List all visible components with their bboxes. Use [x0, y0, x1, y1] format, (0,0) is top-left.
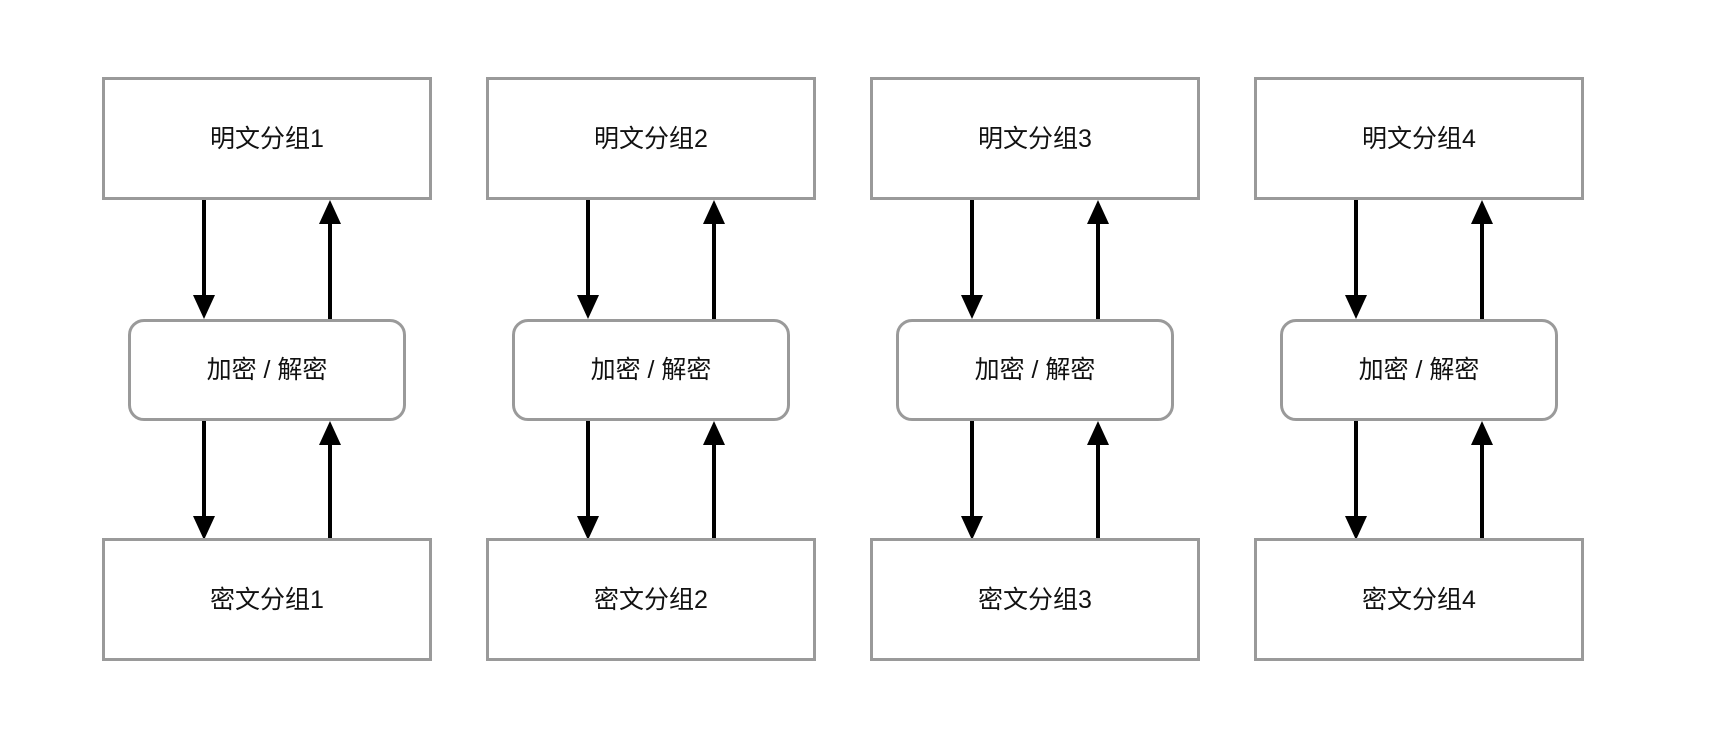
plaintext-block-node: 明文分组2 [486, 77, 816, 200]
arrow-pair-icon [191, 200, 343, 319]
process-row: 加密 / 解密 [1254, 319, 1584, 421]
process-ciphertext-link [486, 421, 816, 538]
block-column-3: 明文分组3 加密 / 解密 密文分组3 [870, 77, 1200, 661]
block-column-2: 明文分组2 加密 / 解密 密文分组2 [486, 77, 816, 661]
plaintext-block-label: 明文分组3 [978, 124, 1092, 153]
plaintext-process-link [486, 200, 816, 319]
arrow-pair-icon [959, 421, 1111, 538]
ciphertext-block-node: 密文分组2 [486, 538, 816, 661]
arrow-pair-icon [575, 421, 727, 538]
plaintext-block-node: 明文分组3 [870, 77, 1200, 200]
process-row: 加密 / 解密 [102, 319, 432, 421]
arrow-pair-icon [1343, 421, 1495, 538]
encrypt-decrypt-node: 加密 / 解密 [896, 319, 1174, 421]
encrypt-decrypt-node: 加密 / 解密 [512, 319, 790, 421]
plaintext-block-label: 明文分组4 [1362, 124, 1476, 153]
process-ciphertext-link [1254, 421, 1584, 538]
plaintext-process-link [1254, 200, 1584, 319]
process-ciphertext-link [870, 421, 1200, 538]
ciphertext-block-label: 密文分组4 [1362, 585, 1476, 614]
process-ciphertext-link [102, 421, 432, 538]
plaintext-process-link [870, 200, 1200, 319]
process-row: 加密 / 解密 [486, 319, 816, 421]
ciphertext-block-node: 密文分组3 [870, 538, 1200, 661]
encrypt-decrypt-label: 加密 / 解密 [206, 356, 328, 384]
ciphertext-block-label: 密文分组3 [978, 585, 1092, 614]
encrypt-decrypt-label: 加密 / 解密 [974, 356, 1096, 384]
plaintext-block-node: 明文分组4 [1254, 77, 1584, 200]
arrow-pair-icon [959, 200, 1111, 319]
ciphertext-block-label: 密文分组2 [594, 585, 708, 614]
block-column-1: 明文分组1 加密 / 解密 密文分组1 [102, 77, 432, 661]
plaintext-block-label: 明文分组1 [210, 124, 324, 153]
plaintext-block-label: 明文分组2 [594, 124, 708, 153]
diagram-columns: 明文分组1 加密 / 解密 密文分组1 明文分组2 [102, 77, 1584, 661]
encrypt-decrypt-node: 加密 / 解密 [128, 319, 406, 421]
encrypt-decrypt-label: 加密 / 解密 [1358, 356, 1480, 384]
arrow-pair-icon [1343, 200, 1495, 319]
process-row: 加密 / 解密 [870, 319, 1200, 421]
plaintext-process-link [102, 200, 432, 319]
encrypt-decrypt-label: 加密 / 解密 [590, 356, 712, 384]
block-column-4: 明文分组4 加密 / 解密 密文分组4 [1254, 77, 1584, 661]
plaintext-block-node: 明文分组1 [102, 77, 432, 200]
encrypt-decrypt-node: 加密 / 解密 [1280, 319, 1558, 421]
ciphertext-block-label: 密文分组1 [210, 585, 324, 614]
arrow-pair-icon [191, 421, 343, 538]
arrow-pair-icon [575, 200, 727, 319]
ciphertext-block-node: 密文分组4 [1254, 538, 1584, 661]
ciphertext-block-node: 密文分组1 [102, 538, 432, 661]
